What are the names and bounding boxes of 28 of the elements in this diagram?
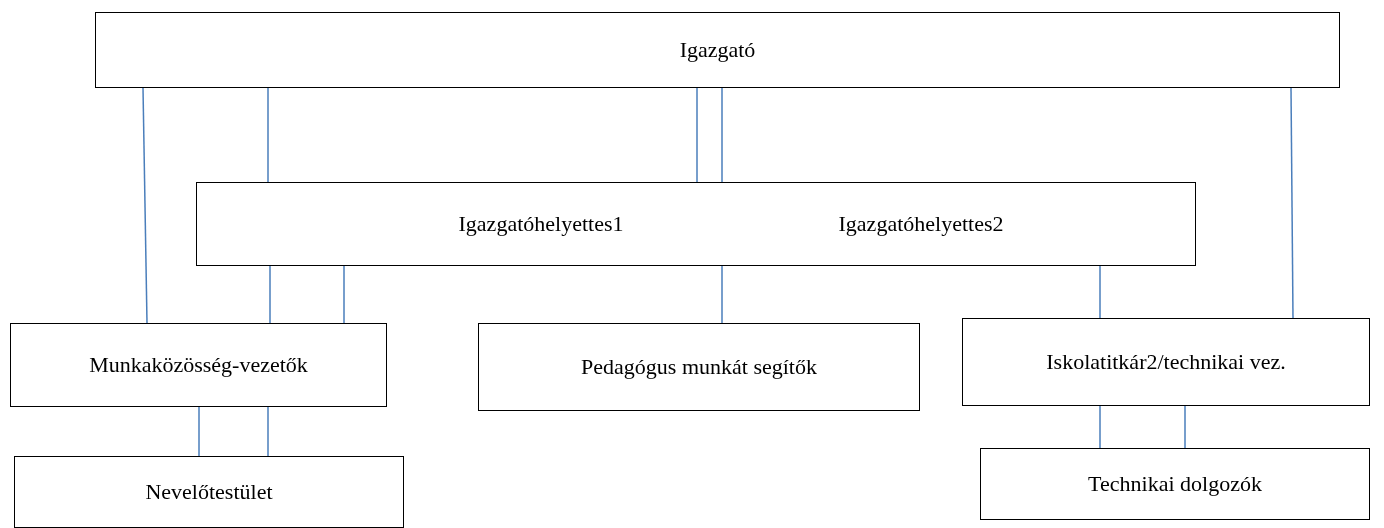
- connector-line: [721, 265, 723, 324]
- connector-line: [696, 87, 698, 183]
- box-label: Munkaközösség-vezetők: [89, 352, 308, 378]
- box-label: Nevelőtestület: [145, 479, 273, 505]
- unit-box: [962, 318, 1370, 406]
- deputy-box: [196, 182, 1196, 266]
- box-label: Technikai dolgozók: [1088, 471, 1262, 497]
- director-box: [95, 12, 1340, 88]
- box-label: Pedagógus munkát segítők: [581, 354, 817, 380]
- connector-line: [269, 265, 271, 324]
- box-label: Igazgatóhelyettes2: [838, 211, 1004, 237]
- connector-line: [1290, 87, 1294, 319]
- connector-line: [142, 87, 148, 324]
- connector-line: [267, 87, 269, 183]
- connector-line: [267, 406, 269, 457]
- connector-line: [1184, 405, 1186, 449]
- box-label: Iskolatitkár2/technikai vez.: [1046, 349, 1286, 375]
- unit-box: [980, 448, 1370, 520]
- box-label: Igazgatóhelyettes1: [458, 211, 624, 237]
- unit-box: [14, 456, 404, 528]
- connector-line: [343, 265, 345, 324]
- connector-line: [721, 87, 723, 183]
- unit-box: [478, 323, 920, 411]
- box-label: Igazgató: [679, 37, 756, 63]
- connector-line: [1099, 405, 1101, 449]
- connector-line: [1099, 265, 1101, 319]
- connector-line: [198, 406, 200, 457]
- unit-box: [10, 323, 387, 407]
